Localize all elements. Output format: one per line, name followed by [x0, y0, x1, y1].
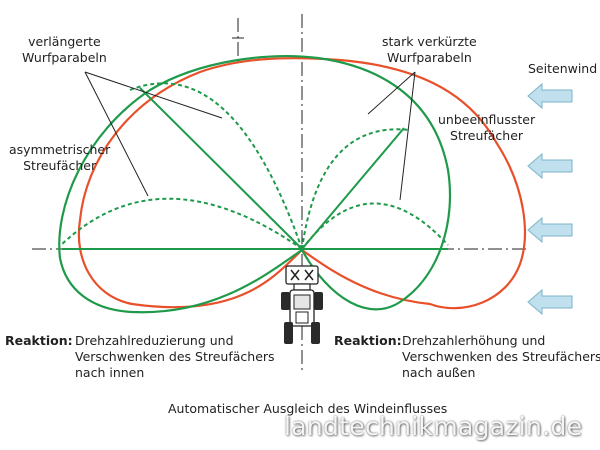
reaction-right-line3: nach außen — [402, 365, 476, 380]
fan-section-line-right — [301, 127, 405, 250]
tractor-icon — [281, 265, 323, 344]
reaction-right-line2: Verschwenken des Streufächers — [402, 349, 600, 364]
reaction-right-title: Reaktion: — [334, 333, 402, 348]
reaction-left-line1: Drehzahlreduzierung und — [75, 333, 234, 348]
pointer-line — [84, 71, 223, 119]
label-shortened-parabolas: stark verkürzte Wurfparabeln — [382, 34, 477, 66]
reaction-left-text: Drehzahlreduzierung und Verschwenken des… — [75, 333, 275, 381]
pointer-line — [84, 71, 149, 197]
diagram-caption: Automatischer Ausgleich des Windeinfluss… — [168, 401, 448, 416]
label-unaffected-fan-line1: unbeeinflusster — [438, 112, 536, 127]
arrow-left-icon — [527, 82, 573, 110]
reaction-right-text: Drehzahlerhöhung und Verschwenken des St… — [402, 333, 600, 381]
fan-section-line-left — [139, 87, 303, 250]
reaction-left-line3: nach innen — [75, 365, 145, 380]
reaction-left-title: Reaktion: — [5, 333, 73, 348]
label-crosswind: Seitenwind — [528, 61, 598, 76]
label-extended-parabolas: verlängerte Wurfparabeln — [22, 34, 107, 66]
label-asymmetric-fan-line2: Streufächer — [23, 158, 97, 173]
label-asymmetric-fan: asymmetrischer Streufächer — [9, 142, 110, 174]
watermark: landtechnikmagazin.de — [284, 412, 583, 441]
throw-parabola-right-upper — [301, 128, 411, 250]
label-shortened-parabolas-line2: Wurfparabeln — [386, 50, 472, 65]
arrow-left-icon — [527, 288, 573, 316]
pointer-line — [399, 71, 416, 201]
throw-parabola-left — [59, 197, 303, 250]
throw-parabola-outer-left — [129, 82, 303, 250]
label-extended-parabolas-line1: verlängerte — [28, 34, 101, 49]
label-unaffected-fan: unbeeinflusster Streufächer — [438, 112, 535, 144]
label-unaffected-fan-line2: Streufächer — [450, 128, 524, 143]
reaction-left-line2: Verschwenken des Streufächers — [75, 349, 275, 364]
arrow-left-icon — [527, 152, 573, 180]
throw-parabola-right-lower — [301, 202, 449, 250]
label-shortened-parabolas-line1: stark verkürzte — [382, 34, 477, 49]
asymmetric-spread-fan — [58, 55, 452, 314]
reaction-right-line1: Drehzahlerhöhung und — [402, 333, 546, 348]
arrow-left-icon — [527, 216, 573, 244]
label-extended-parabolas-line2: Wurfparabeln — [22, 50, 107, 65]
pointer-line — [367, 71, 416, 115]
label-asymmetric-fan-line1: asymmetrischer — [9, 142, 111, 157]
